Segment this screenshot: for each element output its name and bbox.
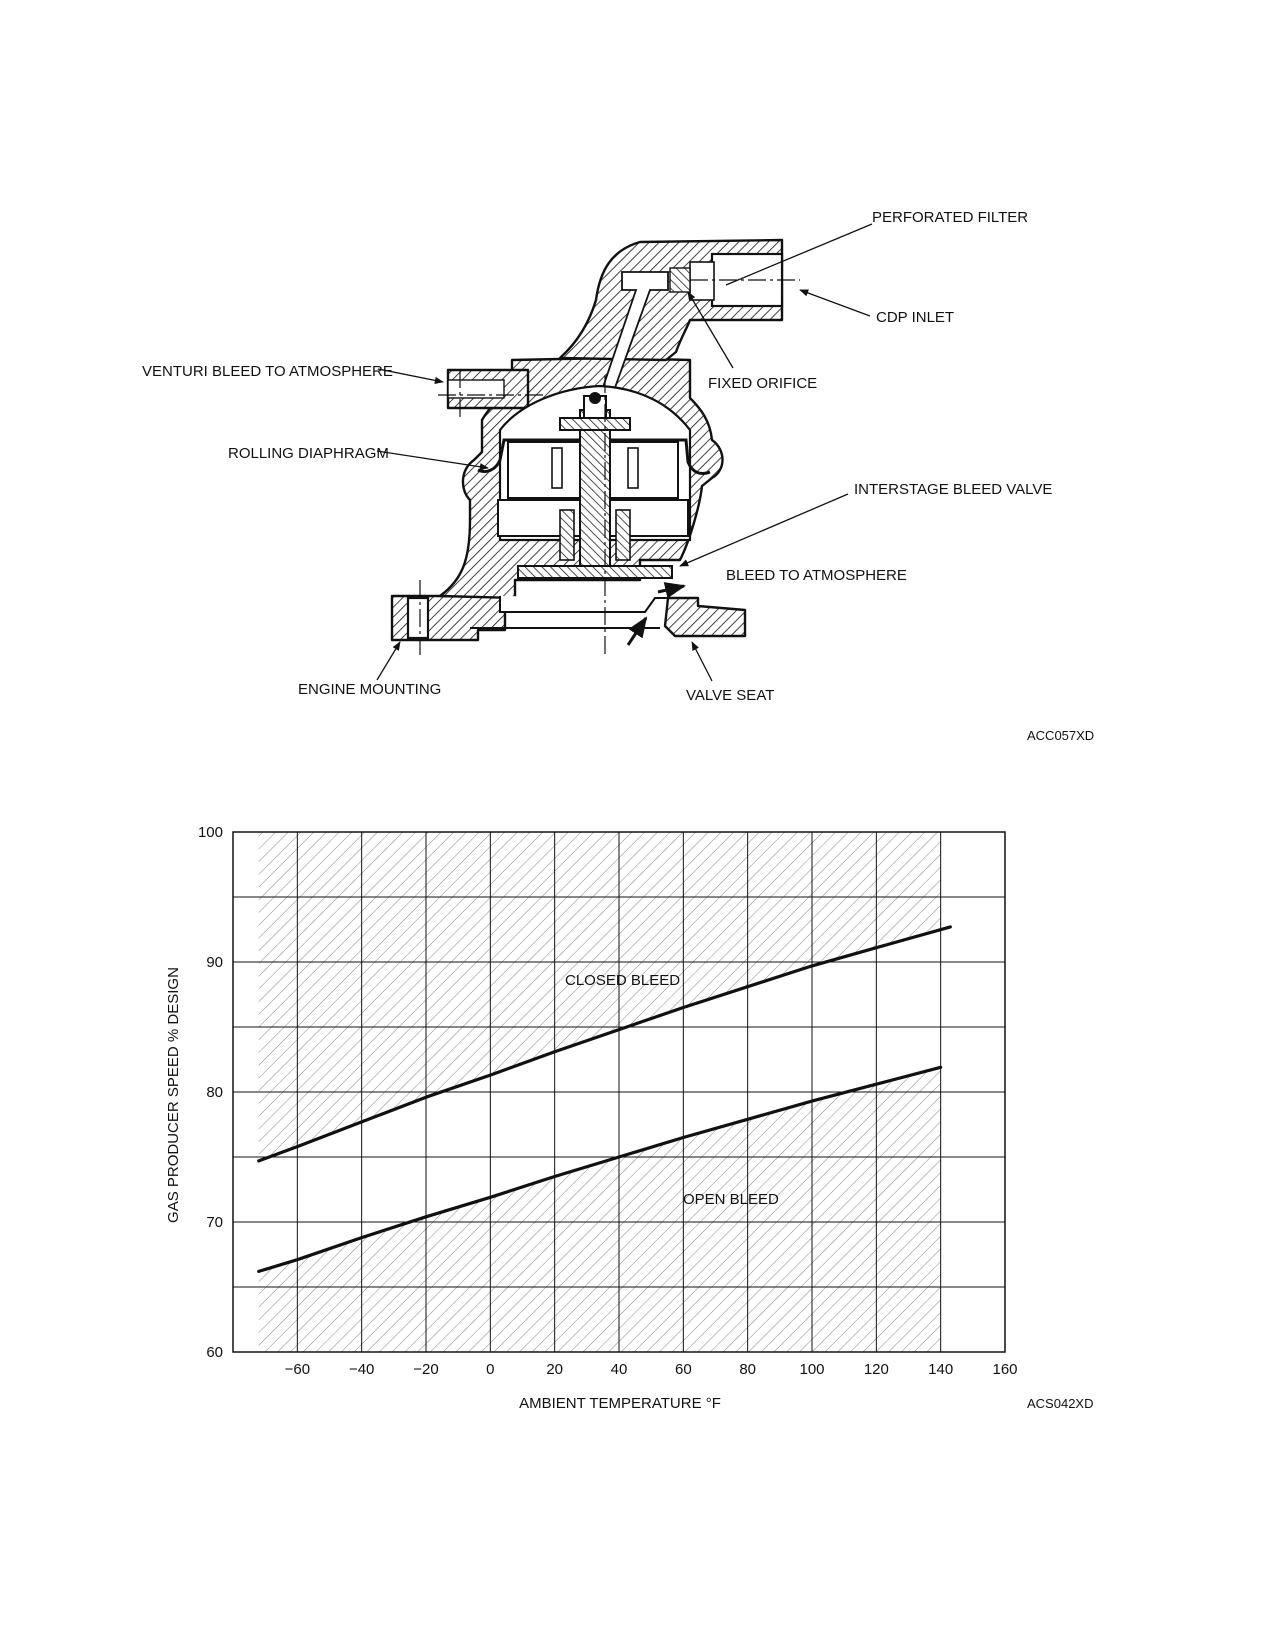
label-venturi-bleed: VENTURI BLEED TO ATMOSPHERE [142,363,393,380]
leader-cdp-inlet [799,289,871,317]
leader-fixed-orifice [687,291,734,369]
open-bleed-line [257,1065,943,1274]
label-perforated-filter: PERFORATED FILTER [872,209,1028,226]
chart-x-axis-label: AMBIENT TEMPERATURE °F [519,1395,721,1412]
bleed-valve-disc [517,565,673,579]
y-tick-label: 80 [206,1084,223,1101]
chart-y-axis-label: GAS PRODUCER SPEED % DESIGN [165,967,182,1223]
inflow-arrow [626,616,648,646]
bleed-flow-arrow [657,582,687,599]
stem-nut-top [589,392,601,404]
chart-series [257,925,952,1274]
leader-interstage-valve [679,493,849,567]
chart-figure-code: ACS042XD [1027,1396,1093,1411]
region-label-open-bleed: OPEN BLEED [683,1191,779,1208]
venturi-bore [447,379,505,399]
x-tick-label: 20 [546,1361,563,1378]
leader-engine-mounting [376,641,401,681]
spring-left [551,447,563,489]
y-tick-label: 60 [206,1344,223,1361]
spring-guide-left [559,509,575,561]
closed-bleed-region [258,832,941,1161]
x-tick-label: 120 [864,1361,889,1378]
label-bleed-to-atmosphere: BLEED TO ATMOSPHERE [726,567,907,584]
open-bleed-region [258,1067,941,1352]
valve-seat-flange [663,596,747,638]
x-tick-label: 0 [486,1361,494,1378]
diagram-figure-code: ACC057XD [1027,728,1094,743]
bleed-schedule-chart: −60 −40 −20 0 20 40 60 80 100 120 140 160 60 70 80 90 10… [165,824,1093,1412]
perforated-filter-body [689,261,715,301]
y-tick-label: 100 [198,824,223,841]
x-tick-label: −20 [413,1361,438,1378]
spring-right [627,447,639,489]
valve-diagram: PERFORATED FILTER CDP INLET VENTURI BLEE… [142,209,1094,743]
label-interstage-bleed-valve: INTERSTAGE BLEED VALVE [854,481,1052,498]
fixed-orifice-body [669,267,691,293]
x-tick-label: 40 [611,1361,628,1378]
outlet-passage [499,596,668,613]
region-label-closed-bleed: CLOSED BLEED [565,972,680,989]
leader-rolling-diaphragm [376,450,489,471]
label-engine-mounting: ENGINE MOUNTING [298,681,441,698]
plot-frame [232,831,1006,1353]
label-fixed-orifice: FIXED ORIFICE [708,375,817,392]
x-tick-label: −60 [285,1361,310,1378]
leader-venturi [377,368,444,384]
x-tick-label: 160 [992,1361,1017,1378]
label-cdp-inlet: CDP INLET [876,309,954,326]
x-tick-label: 60 [675,1361,692,1378]
leader-valve-seat [691,641,713,682]
label-rolling-diaphragm: ROLLING DIAPHRAGM [228,445,389,462]
y-tick-label: 90 [206,954,223,971]
x-tick-label: 140 [928,1361,953,1378]
stem-washer [559,417,631,431]
spring-guide-right [615,509,631,561]
closed-bleed-line [257,925,952,1163]
x-tick-label: 100 [799,1361,824,1378]
x-tick-label: −40 [349,1361,374,1378]
chart-tick-labels: −60 −40 −20 0 20 40 60 80 100 120 140 160 60 70 80 90 10… [198,824,1018,1378]
leader-perforated-filter [725,223,873,286]
y-tick-label: 70 [206,1214,223,1231]
chart-hatched-regions [258,832,941,1352]
mounting-bolt-hole [406,596,430,640]
x-tick-label: 80 [739,1361,756,1378]
label-valve-seat: VALVE SEAT [686,687,774,704]
